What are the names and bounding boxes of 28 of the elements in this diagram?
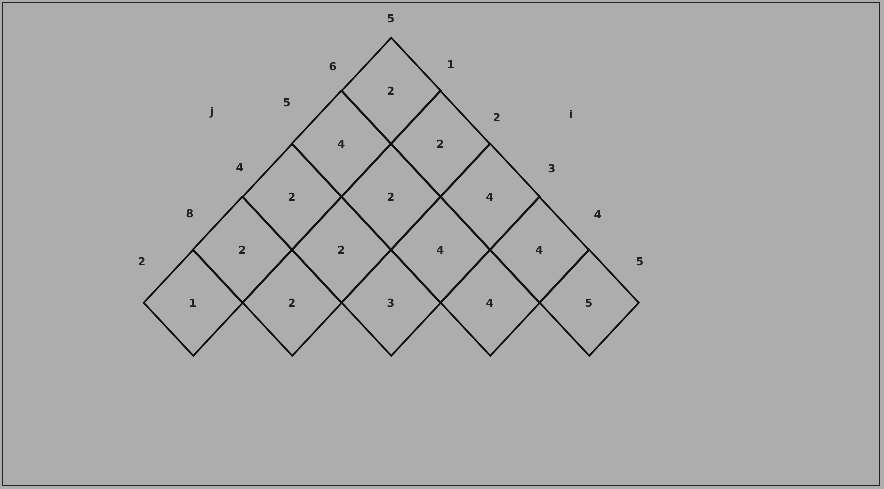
cell-value: 2 [387,190,395,204]
edge-number: 2 [493,112,501,124]
cell-value: 1 [189,296,197,310]
cell-value: 4 [536,244,544,256]
cell-value: 4 [338,138,346,150]
cell-value: 4 [486,296,494,310]
edge-number: 8 [186,208,194,220]
cell-value: 4 [436,244,444,256]
cell-value: 2 [288,296,296,310]
cell-value: 5 [585,296,593,310]
edge-number: 5 [636,256,644,268]
cell-value: 2 [338,244,346,256]
cell-value: 2 [436,138,444,150]
axis-letter: i [569,108,573,122]
cell-value: 2 [288,190,296,204]
cell-value: 2 [387,84,395,98]
axis-letter: j [210,106,214,118]
edge-number: 6 [329,60,337,74]
apex-label: 5 [387,12,395,26]
edge-number: 4 [236,162,244,174]
cell-value: 2 [238,244,246,256]
edge-number: 5 [283,96,291,110]
cell-value: 3 [387,296,395,310]
edge-number: 3 [548,162,556,176]
edge-number: 2 [138,256,146,268]
edge-number: 1 [447,58,455,72]
edge-number: 4 [594,208,602,222]
cell-value: 4 [486,190,494,204]
